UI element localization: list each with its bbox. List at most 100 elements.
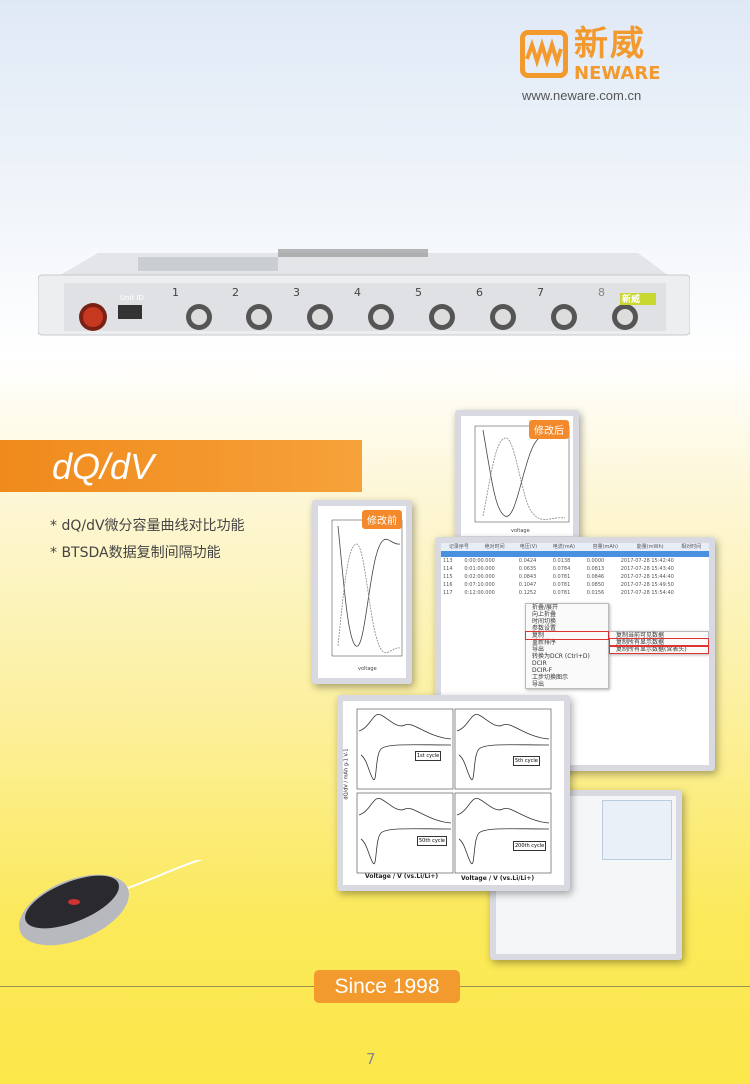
table-cell: 115: [443, 574, 453, 580]
menu-item[interactable]: 折叠/展开: [532, 604, 559, 611]
submenu-item[interactable]: 复制所有显示数据: [609, 638, 709, 647]
table-cell: 2017-07-28 15:42:40: [620, 558, 674, 564]
subplot-frame: [356, 792, 454, 874]
column-header[interactable]: 电压(V): [512, 543, 545, 551]
page-number: 7: [366, 1050, 376, 1068]
table-cell: 0.0424: [518, 558, 537, 564]
x-axis-label: Voltage / V (vs.Li/Li+): [461, 875, 535, 882]
table-cell: 0.1252: [518, 590, 537, 596]
table-header-row: 记录序号绝对时间电压(V)电流(mA)容量(mAh)能量(mWh)相对时间: [441, 543, 709, 551]
table-cell: 0.0138: [552, 558, 571, 564]
data-rows: 113 0:00:00.000 0.0424 0.0138 0.0000 2017-07-…: [441, 557, 709, 597]
column-header[interactable]: 电流(mA): [544, 543, 584, 551]
device-badge: 新威: [622, 295, 641, 305]
table-cell: 0.0781: [552, 574, 571, 580]
table-cell: 2017-07-28 15:43:40: [620, 566, 674, 572]
copy-submenu: 复制当前可见数据 复制所有显示数据 复制所有显示数据(含表头): [609, 631, 709, 654]
table-cell: 0.0000: [586, 558, 605, 564]
menu-item[interactable]: 导出: [532, 646, 545, 653]
since-badge: Since 1998: [314, 970, 460, 1003]
section-title: dQ/dV: [52, 446, 155, 487]
dqdv-curve: [456, 797, 550, 865]
column-header[interactable]: 能量(mWh): [627, 543, 674, 551]
feature-bullet: * dQ/dV微分容量曲线对比功能: [50, 518, 245, 534]
table-cell: 0.0156: [586, 590, 605, 596]
menu-item[interactable]: 转换为DCR (Ctrl+D): [532, 653, 590, 660]
table-cell: 2017-07-28 15:44:40: [620, 574, 674, 580]
subplot-frame: [356, 708, 454, 790]
table-cell: 0.0846: [586, 574, 605, 580]
submenu-item[interactable]: 复制所有显示数据(含表头): [609, 645, 709, 654]
before-chart-panel: 修改前 voltage: [312, 500, 412, 684]
column-header[interactable]: 容量(mAh): [583, 543, 628, 551]
column-header[interactable]: 绝对时间: [476, 543, 513, 551]
after-xlabel: voltage: [511, 528, 530, 534]
column-header[interactable]: 相对时间: [673, 543, 709, 551]
after-chart-panel: 修改后 voltage: [455, 410, 579, 542]
submenu-item[interactable]: 复制当前可见数据: [616, 632, 665, 639]
data-table: 记录序号绝对时间电压(V)电流(mA)容量(mAh)能量(mWh)相对时间: [441, 543, 709, 557]
table-cell: 117: [443, 590, 453, 596]
channel-6-label: 6: [476, 286, 483, 299]
channel-8-label: 8: [598, 286, 605, 299]
y-axis-label: dQ/dV / mAh g-1 V-1: [343, 748, 350, 800]
chart-legend-box: [602, 800, 672, 860]
brand-name-cn: 新威: [574, 24, 646, 64]
table-cell: 0.0781: [552, 590, 571, 596]
menu-item[interactable]: 参数设置: [532, 625, 557, 632]
table-row[interactable]: 113 0:00:00.000 0.0424 0.0138 0.0000 2017-07-…: [441, 557, 709, 565]
menu-item[interactable]: 重新排序: [532, 639, 557, 646]
table-cell: 116: [443, 582, 453, 588]
table-cell: 0.0813: [586, 566, 605, 572]
x-axis-label: Voltage / V (vs.Li/Li+): [365, 873, 439, 880]
brand-url[interactable]: www.neware.com.cn: [522, 88, 642, 103]
channel-2-label: 2: [232, 286, 239, 299]
table-cell: 0.0635: [518, 566, 537, 572]
unit-id-label: Unit ID: [120, 294, 144, 302]
channel-1-label: 1: [172, 286, 179, 299]
table-cell: 0:00:00.000: [464, 558, 495, 564]
dqdv-curve: [358, 797, 452, 865]
table-cell: 0.0781: [552, 582, 571, 588]
neware-logo-icon: [520, 30, 568, 78]
table-cell: 0:02:00.000: [464, 574, 495, 580]
before-xlabel: voltage: [358, 666, 377, 672]
menu-item[interactable]: DCIR-F: [532, 667, 553, 674]
cycle-label: 50th cycle: [417, 836, 448, 846]
table-cell: 0.0850: [586, 582, 605, 588]
menu-item[interactable]: 向上折叠: [532, 611, 557, 618]
channel-7-label: 7: [537, 286, 544, 299]
dqdv-comparison-panel: Voltage / V (vs.Li/Li+) Voltage / V (vs.…: [337, 695, 570, 891]
cycle-label: 5th cycle: [513, 756, 540, 766]
menu-item[interactable]: DCIR: [532, 660, 547, 667]
table-cell: 0:12:00.000: [464, 590, 495, 596]
menu-item[interactable]: 复制: [525, 631, 609, 640]
dqdv-curve: [456, 713, 550, 781]
context-menu: 折叠/展开向上折叠时间切换参数设置复制重新排序导出转换为DCR (Ctrl+D)…: [525, 603, 609, 689]
before-tag: 修改前: [362, 510, 402, 529]
table-cell: 114: [443, 566, 453, 572]
cycle-label: 200th cycle: [513, 841, 547, 851]
menu-item[interactable]: 工步切换图示: [532, 674, 569, 681]
table-row[interactable]: 116 0:07:10.000 0.1047 0.0781 0.0850 2017-07-…: [441, 581, 709, 589]
cycle-label: 1st cycle: [415, 751, 442, 761]
table-cell: 0:07:10.000: [464, 582, 495, 588]
channel-5-label: 5: [415, 286, 422, 299]
table-cell: 0.0843: [518, 574, 537, 580]
feature-bullet: * BTSDA数据复制间隔功能: [50, 545, 221, 561]
channel-4-label: 4: [354, 286, 361, 299]
section-banner: [0, 440, 362, 492]
table-cell: 2017-07-28 15:54:40: [620, 590, 674, 596]
dqdv-curve: [358, 713, 452, 781]
menu-item[interactable]: 时间切换: [532, 618, 557, 625]
table-row[interactable]: 115 0:02:00.000 0.0843 0.0781 0.0846 2017-07-…: [441, 573, 709, 581]
table-cell: 2017-07-28 15:49:50: [620, 582, 674, 588]
table-cell: 0:01:00.000: [464, 566, 495, 572]
table-cell: 0.1047: [518, 582, 537, 588]
column-header[interactable]: 记录序号: [441, 543, 477, 551]
menu-item[interactable]: 导出: [532, 681, 545, 688]
table-cell: 113: [443, 558, 453, 564]
table-row[interactable]: 117 0:12:00.000 0.1252 0.0781 0.0156 2017-07-…: [441, 589, 709, 597]
after-tag: 修改后: [529, 420, 569, 439]
